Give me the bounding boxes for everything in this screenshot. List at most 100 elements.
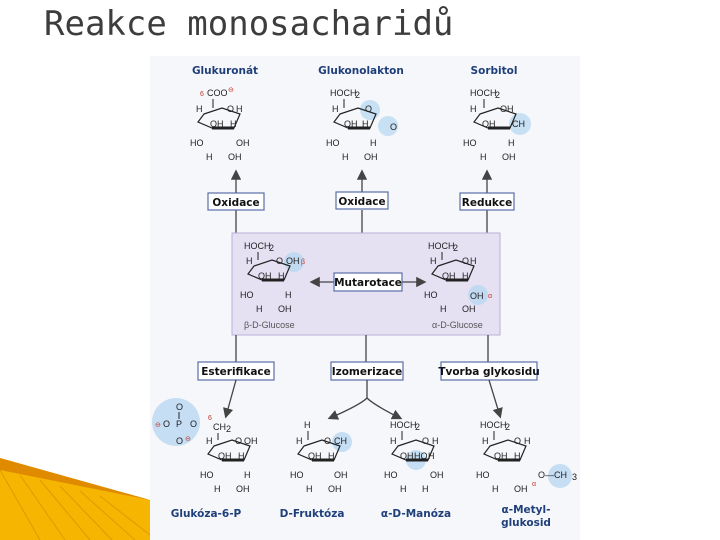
svg-text:H: H — [246, 256, 253, 266]
svg-text:H: H — [304, 420, 311, 430]
svg-text:HO: HO — [290, 470, 304, 480]
structure-metyl-glukosid: HOCH 2 H O H OH H HO O—CH 3 α H OH — [476, 420, 577, 494]
svg-text:H: H — [432, 436, 439, 446]
svg-text:H: H — [524, 436, 531, 446]
svg-text:2: 2 — [505, 422, 510, 432]
svg-text:2: 2 — [415, 422, 420, 432]
svg-text:OH: OH — [218, 451, 232, 461]
svg-text:HO: HO — [463, 138, 477, 148]
svg-text:H: H — [370, 138, 377, 148]
svg-text:H: H — [296, 436, 303, 446]
label-glukoza-6p: Glukóza-6-P — [171, 508, 242, 520]
svg-text:H: H — [230, 119, 237, 129]
svg-text:HO: HO — [414, 451, 428, 461]
svg-text:O: O — [390, 122, 397, 132]
svg-text:H: H — [332, 104, 339, 114]
svg-text:Mutarotace: Mutarotace — [334, 277, 402, 289]
svg-text:H: H — [470, 104, 477, 114]
structure-sorbitol: HOCH 2 H OH OH CH HO H H OH — [463, 88, 531, 162]
svg-text:OH: OH — [514, 484, 528, 494]
svg-text:H: H — [514, 451, 521, 461]
svg-text:H: H — [508, 138, 515, 148]
structure-alpha-glucose: HOCH 2 H O H OH H HO OH α H OH α-D-Gluco… — [424, 241, 492, 330]
reaction-box-oxidace-1: Oxidace — [207, 192, 265, 211]
svg-text:HOCH: HOCH — [428, 241, 455, 251]
svg-text:CH: CH — [213, 422, 226, 432]
svg-text:H: H — [492, 484, 499, 494]
svg-text:2: 2 — [495, 90, 500, 100]
svg-text:H: H — [430, 256, 437, 266]
svg-text:O: O — [163, 419, 170, 429]
label-metyl-glukosid-line1: α-Metyl- — [502, 504, 551, 516]
svg-text:α-D-Glucose: α-D-Glucose — [432, 320, 483, 330]
svg-text:H: H — [470, 256, 477, 266]
reaction-box-izomerizace: Izomerizace — [330, 361, 404, 381]
svg-text:Redukce: Redukce — [462, 197, 513, 209]
label-alpha-d-manoza: α-D-Manóza — [381, 508, 451, 520]
svg-text:OH: OH — [344, 119, 358, 129]
reaction-box-oxidace-2: Oxidace — [335, 191, 389, 210]
svg-text:O: O — [514, 436, 521, 446]
svg-text:3: 3 — [572, 472, 577, 482]
svg-text:Oxidace: Oxidace — [338, 196, 385, 208]
svg-text:H: H — [440, 304, 447, 314]
svg-text:H: H — [480, 152, 487, 162]
slide-title: Reakce monosacharidů — [44, 4, 454, 44]
structure-glukuronat: 6 COO ⊖ H O H OH H HO OH H OH — [190, 87, 250, 162]
svg-text:HO: HO — [424, 290, 438, 300]
structure-glukoza-6p: O ⊖ O P O O ⊖ 6 CH 2 H O OH OH H HO H H … — [152, 398, 258, 494]
svg-text:OH: OH — [364, 152, 378, 162]
svg-text:OH: OH — [400, 451, 414, 461]
svg-text:2: 2 — [355, 90, 360, 100]
svg-text:H: H — [206, 152, 213, 162]
svg-text:Oxidace: Oxidace — [212, 197, 259, 209]
svg-text:P: P — [176, 419, 182, 429]
reaction-box-glykosid: Tvorba glykosidu — [438, 361, 540, 381]
svg-text:HO: HO — [190, 138, 204, 148]
label-glukonolakton: Glukonolakton — [318, 65, 404, 77]
svg-text:H: H — [342, 152, 349, 162]
svg-text:HO: HO — [384, 470, 398, 480]
svg-text:HO: HO — [240, 290, 254, 300]
svg-text:H: H — [428, 451, 435, 461]
svg-text:β-D-Glucose: β-D-Glucose — [244, 320, 295, 330]
structure-d-fruktoza: H H O CH OH H HO OH H OH — [290, 420, 352, 494]
svg-text:HO: HO — [200, 470, 214, 480]
svg-text:O: O — [227, 104, 234, 114]
svg-text:H: H — [390, 436, 397, 446]
svg-text:OH: OH — [228, 152, 242, 162]
svg-text:HOCH: HOCH — [470, 88, 497, 98]
svg-text:6: 6 — [208, 415, 212, 422]
svg-text:6: 6 — [200, 91, 204, 98]
svg-text:HOCH: HOCH — [244, 241, 271, 251]
svg-text:O: O — [176, 402, 183, 412]
label-sorbitol: Sorbitol — [471, 65, 518, 77]
svg-text:H: H — [238, 451, 245, 461]
svg-text:Tvorba glykosidu: Tvorba glykosidu — [438, 366, 539, 378]
svg-text:O: O — [324, 436, 331, 446]
svg-text:H: H — [206, 436, 213, 446]
svg-text:OH: OH — [328, 484, 342, 494]
svg-text:O: O — [462, 256, 469, 266]
label-metyl-glukosid-line2: glukosid — [501, 517, 551, 529]
svg-text:HO: HO — [476, 470, 490, 480]
svg-text:O: O — [365, 104, 372, 114]
svg-text:CH: CH — [512, 119, 525, 129]
svg-text:O—CH: O—CH — [538, 470, 567, 480]
svg-text:CH: CH — [334, 436, 347, 446]
svg-text:OH: OH — [308, 451, 322, 461]
svg-text:H: H — [278, 271, 285, 281]
svg-text:OH: OH — [286, 256, 300, 266]
svg-text:OH: OH — [462, 304, 476, 314]
svg-text:OH: OH — [334, 470, 348, 480]
svg-text:HOCH: HOCH — [330, 88, 357, 98]
svg-text:O: O — [190, 419, 197, 429]
svg-text:H: H — [362, 119, 369, 129]
svg-text:2: 2 — [226, 424, 231, 434]
svg-text:H: H — [400, 484, 407, 494]
svg-text:H: H — [196, 104, 203, 114]
svg-text:OH: OH — [244, 436, 258, 446]
svg-text:H: H — [306, 484, 313, 494]
